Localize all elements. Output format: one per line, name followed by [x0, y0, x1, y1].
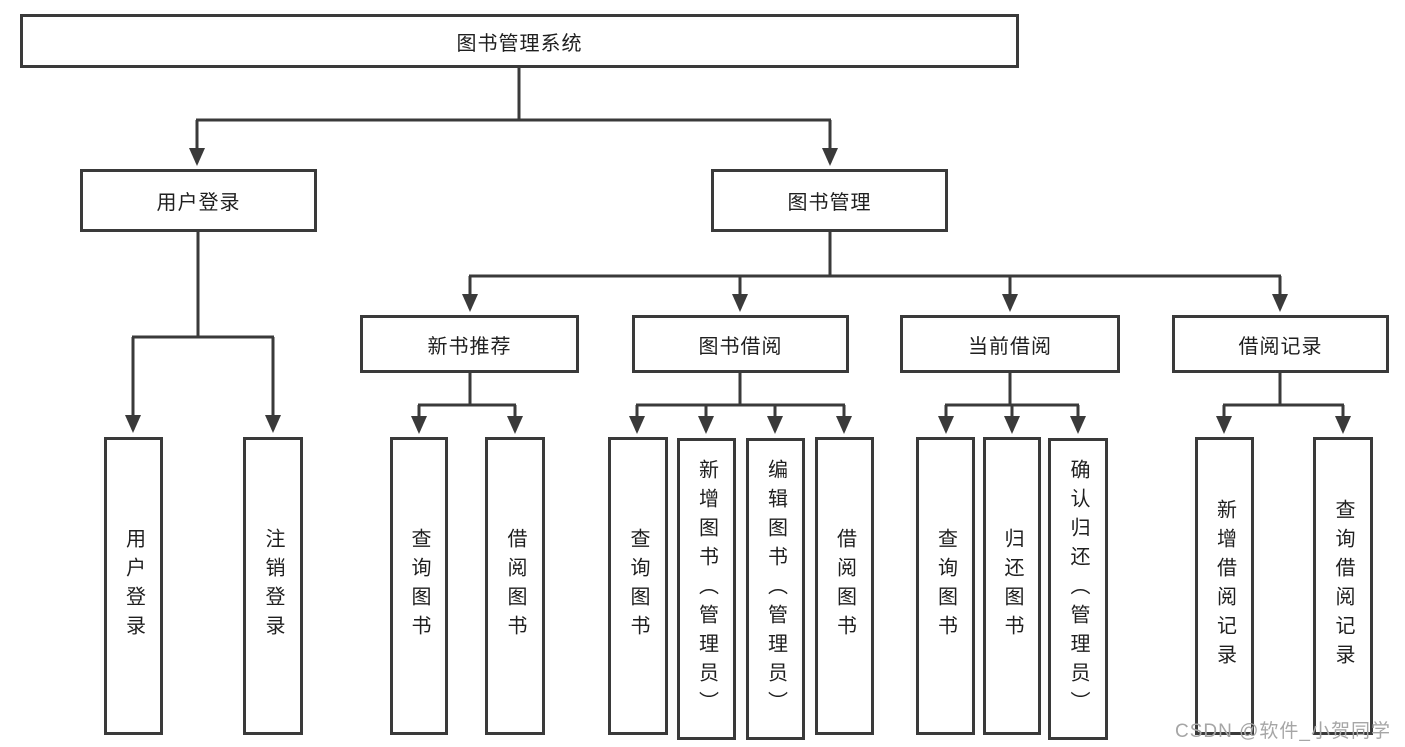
- leaf-add-books-admin: 新增图书（管理员）: [677, 438, 736, 740]
- leaf-query-borrow-record: 查询借阅记录: [1313, 437, 1373, 735]
- node-book-borrow: 图书借阅: [632, 315, 849, 373]
- leaf-label: 查询图书: [408, 528, 430, 644]
- node-current-borrow: 当前借阅: [900, 315, 1120, 373]
- leaf-label: 注销登录: [262, 528, 284, 644]
- leaf-query-books-recommend: 查询图书: [390, 437, 448, 735]
- leaf-add-borrow-record: 新增借阅记录: [1195, 437, 1254, 735]
- node-library-management-system: 图书管理系统: [20, 14, 1019, 68]
- leaf-label: 用户登录: [122, 528, 145, 644]
- node-user-login: 用户登录: [80, 169, 317, 232]
- leaf-user-login: 用户登录: [104, 437, 163, 735]
- leaf-logout: 注销登录: [243, 437, 303, 735]
- node-borrow-records: 借阅记录: [1172, 315, 1389, 373]
- leaf-label: 确认归还（管理员）: [1067, 458, 1089, 720]
- leaf-label: 新增借阅记录: [1213, 499, 1236, 673]
- leaf-return-books: 归还图书: [983, 437, 1041, 735]
- leaf-borrow-books: 借阅图书: [815, 437, 874, 735]
- node-book-management: 图书管理: [711, 169, 948, 232]
- leaf-edit-books-admin: 编辑图书（管理员）: [746, 438, 805, 740]
- leaf-label: 查询图书: [627, 528, 649, 644]
- leaf-label: 借阅图书: [504, 528, 526, 644]
- leaf-label: 查询图书: [934, 528, 957, 644]
- node-new-book-recommend: 新书推荐: [360, 315, 579, 373]
- leaf-query-books: 查询图书: [608, 437, 668, 735]
- leaf-label: 编辑图书（管理员）: [764, 458, 787, 720]
- leaf-label: 借阅图书: [833, 528, 856, 644]
- leaf-label: 归还图书: [1001, 528, 1023, 644]
- watermark: CSDN @软件_小贺同学: [1175, 721, 1391, 742]
- leaf-confirm-return-admin: 确认归还（管理员）: [1048, 438, 1108, 740]
- leaf-label: 新增图书（管理员）: [695, 458, 718, 720]
- leaf-query-books-current: 查询图书: [916, 437, 975, 735]
- leaf-borrow-books-recommend: 借阅图书: [485, 437, 545, 735]
- leaf-label: 查询借阅记录: [1332, 499, 1354, 673]
